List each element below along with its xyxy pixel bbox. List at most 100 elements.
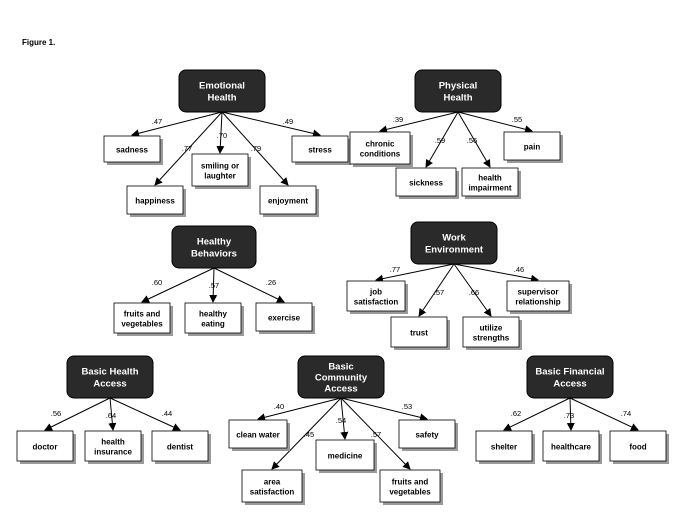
loading-arrow bbox=[108, 397, 117, 431]
factor-box bbox=[414, 69, 502, 113]
factor-box bbox=[66, 355, 154, 399]
loading-arrow bbox=[44, 397, 111, 431]
loading-value: .39 bbox=[393, 115, 403, 124]
indicator-label: trust bbox=[410, 328, 428, 337]
factor-box bbox=[297, 355, 385, 399]
indicator-box bbox=[503, 131, 561, 161]
loading-arrow bbox=[569, 397, 639, 431]
indicator-label: dentist bbox=[167, 442, 194, 451]
factor-box bbox=[171, 225, 257, 269]
loading-value: .56 bbox=[467, 136, 477, 145]
factor-box bbox=[178, 69, 266, 113]
indicator-box bbox=[475, 430, 533, 462]
indicator-box bbox=[390, 316, 448, 348]
indicator-label: sickness bbox=[409, 178, 443, 187]
loading-arrow bbox=[457, 111, 491, 168]
indicator-label: sadness bbox=[116, 145, 149, 154]
indicator-label: shelter bbox=[491, 442, 517, 451]
loading-arrow bbox=[131, 111, 223, 138]
indicator-sadness: sadness bbox=[103, 135, 163, 165]
indicator-box bbox=[506, 280, 570, 312]
indicator-label: stress bbox=[308, 145, 332, 154]
indicator-box bbox=[346, 280, 406, 312]
indicator-box bbox=[291, 135, 349, 163]
loading-value: .66 bbox=[469, 288, 479, 297]
loading-arrow bbox=[425, 111, 459, 168]
indicator-box bbox=[113, 302, 171, 334]
loading-arrow bbox=[209, 267, 218, 303]
indicator-label: doctor bbox=[33, 442, 58, 451]
indicator-healthcare: healthcare bbox=[542, 430, 602, 464]
loading-arrow bbox=[379, 111, 459, 134]
loading-arrow bbox=[453, 263, 539, 283]
indicator-box bbox=[126, 185, 184, 215]
loading-arrow bbox=[216, 111, 225, 154]
indicator-happiness: happiness bbox=[126, 185, 186, 217]
indicator-stress: stress bbox=[291, 135, 351, 165]
indicator-label: exercise bbox=[268, 313, 301, 322]
indicator-label: clean water bbox=[236, 430, 280, 439]
loading-value: .59 bbox=[435, 136, 445, 145]
loading-value: .56 bbox=[51, 409, 61, 418]
loading-value: .57 bbox=[434, 288, 444, 297]
indicator-box bbox=[349, 131, 411, 165]
figure-label: Figure 1. bbox=[22, 38, 56, 47]
loading-value: .55 bbox=[512, 115, 522, 124]
indicator-label: safety bbox=[415, 430, 439, 439]
indicator-box bbox=[379, 469, 441, 503]
indicator-trust: trust bbox=[390, 316, 450, 350]
factor-box bbox=[410, 221, 498, 265]
loading-value: .57 bbox=[209, 281, 219, 290]
loading-arrow bbox=[221, 111, 289, 186]
loading-value: .60 bbox=[152, 278, 162, 287]
loading-value: .73 bbox=[564, 411, 574, 420]
loading-arrow bbox=[213, 267, 285, 303]
indicator-label: food bbox=[629, 442, 646, 451]
loading-value: .77 bbox=[182, 144, 192, 153]
loading-value: .40 bbox=[274, 402, 284, 411]
indicator-label: enjoyment bbox=[268, 196, 308, 205]
loading-value: .44 bbox=[162, 409, 172, 418]
indicator-label: pain bbox=[524, 142, 541, 151]
loading-value: .47 bbox=[152, 117, 162, 126]
indicator-box bbox=[16, 430, 74, 462]
indicator-box bbox=[609, 430, 667, 462]
indicator-enjoyment: enjoyment bbox=[259, 185, 319, 217]
loading-arrow bbox=[271, 397, 342, 470]
loading-arrow bbox=[154, 111, 223, 186]
indicator-label: medicine bbox=[328, 451, 363, 460]
loading-arrow bbox=[503, 397, 571, 431]
loading-arrow bbox=[141, 267, 215, 303]
indicator-box bbox=[191, 153, 249, 187]
indicator-box bbox=[462, 316, 520, 348]
indicator-box bbox=[255, 302, 313, 332]
